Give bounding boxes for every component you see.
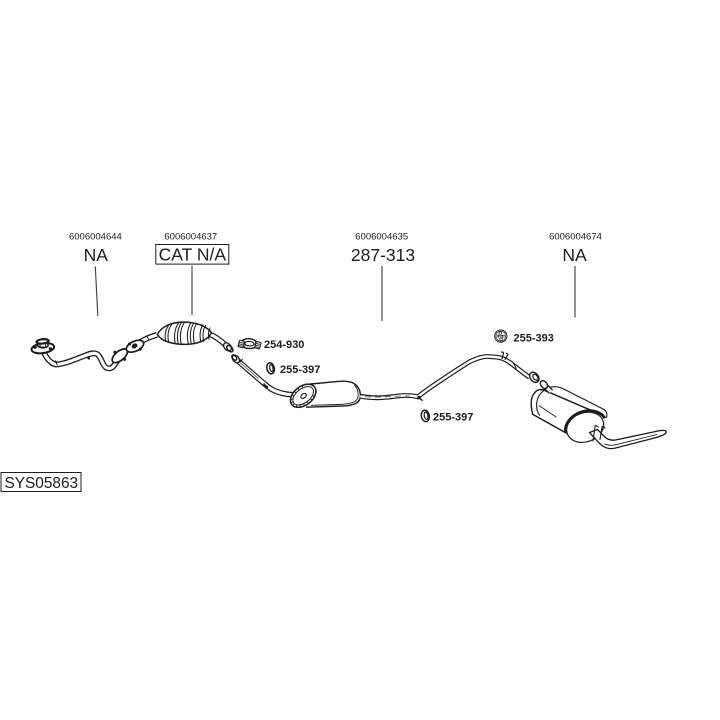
svg-text:287-313: 287-313 bbox=[351, 245, 415, 265]
svg-text:255-393: 255-393 bbox=[514, 333, 554, 345]
svg-text:NA: NA bbox=[562, 245, 587, 265]
svg-text:6006004674: 6006004674 bbox=[549, 231, 602, 242]
svg-text:255-397: 255-397 bbox=[280, 364, 320, 376]
svg-text:NA: NA bbox=[84, 245, 109, 265]
svg-text:6006004635: 6006004635 bbox=[355, 231, 408, 242]
svg-text:CAT N/A: CAT N/A bbox=[159, 244, 227, 264]
svg-text:255-397: 255-397 bbox=[433, 411, 473, 423]
svg-text:6006004644: 6006004644 bbox=[69, 231, 122, 242]
svg-text:254-930: 254-930 bbox=[264, 339, 304, 351]
svg-text:SYS05863: SYS05863 bbox=[5, 475, 79, 492]
svg-text:6006004637: 6006004637 bbox=[164, 231, 217, 242]
